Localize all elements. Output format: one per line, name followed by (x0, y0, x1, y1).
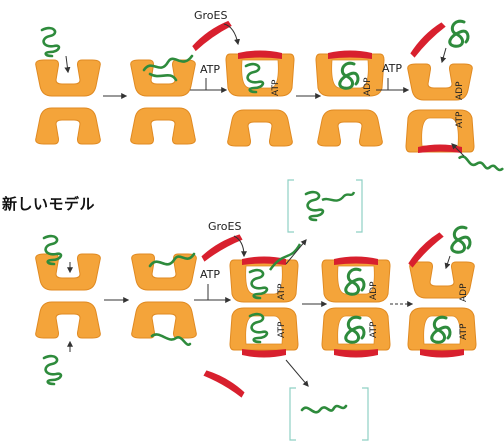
bottom-stage-2-groel (132, 254, 197, 338)
groes-lid-released-top (409, 21, 446, 58)
atp-label-top-2: ATP (382, 62, 402, 75)
atp-label-top-1: ATP (200, 63, 220, 76)
top-released-folded-protein (450, 21, 468, 46)
atp-label-bottom-1: ATP (200, 268, 220, 281)
bottom-unfolded-protein-bottom (44, 356, 61, 384)
top-step-arrow-2 (206, 78, 226, 90)
adp-side-label-b4: ADP (369, 281, 379, 300)
top-stage-3-groel (226, 51, 294, 147)
top-step-arrow-4 (388, 78, 408, 90)
groes-lid-bottom-bottom (203, 368, 245, 397)
top-unfolded-protein-1 (42, 28, 59, 56)
bottom-row: GroES ATP ATP ATP (36, 180, 476, 440)
groes-lid-top (191, 19, 232, 51)
atp-side-label-b3-top: ATP (277, 283, 287, 300)
top-stage-5-groel (406, 64, 474, 153)
groes-lid-bottom-top (200, 232, 242, 261)
adp-side-label-5: ADP (455, 81, 465, 100)
adp-side-label-4: ADP (363, 77, 373, 96)
adp-side-label-b5: ADP (459, 283, 469, 302)
groes-label-top: GroES (194, 9, 227, 22)
groes-label-bottom: GroES (208, 220, 241, 233)
top-stage-4-groel (316, 51, 384, 147)
top-incoming-unfolded-protein (459, 154, 503, 175)
atp-side-label-b5: ATP (459, 323, 469, 340)
atp-side-label-b3-bottom: ATP (277, 321, 287, 338)
top-stage-1-groel (36, 60, 101, 144)
released-protein-lower-bracket (290, 388, 368, 440)
bottom-stage-1-groel (36, 254, 101, 338)
atp-side-label-3: ATP (271, 79, 281, 96)
bottom-released-folded-protein (452, 227, 470, 252)
top-row: GroES ATP ATP ADP ATP (36, 9, 503, 175)
bottom-stage-3-groel (230, 257, 298, 358)
released-protein-upper-bracket (288, 180, 362, 232)
bottom-step-arrow-2 (208, 284, 230, 300)
atp-side-label-b4: ATP (369, 321, 379, 338)
bottom-stage-5-groel (408, 262, 476, 358)
top-stage-2-groel (131, 60, 196, 144)
atp-side-label-5: ATP (455, 111, 465, 128)
